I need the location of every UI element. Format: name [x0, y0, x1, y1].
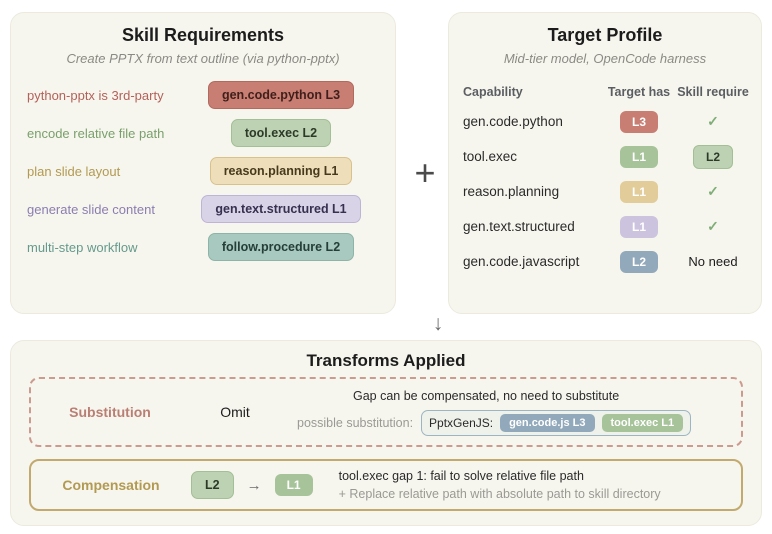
skill-requirements-panel: Skill Requirements Create PPTX from text…: [10, 12, 396, 314]
target-has-badge: L3: [619, 110, 658, 133]
skill-label: plan slide layout: [27, 163, 121, 179]
skill-row: plan slide layout reason.planning L1: [27, 156, 379, 186]
target-has-badge: L1: [619, 145, 658, 168]
substitution-candidate-box: PptxGenJS: gen.code.js L3 tool.exec L1: [421, 409, 692, 436]
target-profile-panel: Target Profile Mid-tier model, OpenCode …: [448, 12, 762, 314]
capability-name: gen.text.structured: [463, 219, 575, 234]
compensation-to-badge: L1: [274, 474, 313, 496]
skill-require-badge: L2: [692, 144, 733, 169]
compensation-fix-text: + Replace relative path with absolute pa…: [338, 487, 661, 501]
target-has-badge: L2: [619, 250, 658, 273]
transforms-panel: Transforms Applied Substitution Omit Gap…: [10, 340, 762, 526]
capability-name: reason.planning: [463, 184, 560, 199]
skill-badge: follow.procedure L2: [207, 233, 355, 261]
skill-row: encode relative file path tool.exec L2: [27, 118, 379, 148]
skill-row: generate slide content gen.text.structur…: [27, 194, 379, 224]
skill-badge: gen.code.python L3: [207, 81, 355, 109]
substitution-badge: tool.exec L1: [601, 413, 684, 432]
skill-label: encode relative file path: [27, 125, 165, 141]
substitution-label: Substitution: [69, 404, 151, 420]
capability-name: tool.exec: [463, 149, 518, 164]
no-need-label: No need: [688, 253, 738, 269]
possible-substitution-label: possible substitution:: [297, 415, 414, 430]
compensation-box: Compensation L2 → L1 tool.exec gap 1: fa…: [29, 459, 743, 511]
substitution-badge: gen.code.js L3: [500, 413, 595, 432]
transforms-title: Transforms Applied: [306, 351, 466, 370]
skill-badge: reason.planning L1: [209, 157, 353, 185]
substitution-candidate-name: PptxGenJS:: [429, 415, 494, 430]
skill-requirements-title: Skill Requirements: [121, 25, 285, 45]
compensation-from-badge: L2: [191, 471, 234, 499]
skill-badge: tool.exec L2: [230, 119, 332, 147]
down-arrow-icon: ↓: [432, 312, 444, 335]
check-icon: ✓: [707, 217, 719, 234]
table-row: gen.code.javascript L2 No need: [463, 244, 747, 279]
capability-name: gen.code.javascript: [463, 254, 580, 269]
check-icon: ✓: [707, 112, 719, 129]
target-profile-title: Target Profile: [547, 25, 663, 45]
compensation-label: Compensation: [62, 477, 160, 493]
target-has-badge: L1: [619, 180, 658, 203]
target-profile-subtitle: Mid-tier model, OpenCode harness: [503, 51, 707, 66]
skill-requirements-rows: python-pptx is 3rd-party gen.code.python…: [27, 80, 379, 262]
table-row: reason.planning L1 ✓: [463, 174, 747, 209]
skill-label: multi-step workflow: [27, 239, 138, 255]
table-header-row: Capability Target has Skill require: [463, 80, 749, 104]
skill-badge: gen.text.structured L1: [201, 195, 361, 223]
substitution-action: Omit: [220, 404, 250, 420]
compensation-gap-text: tool.exec gap 1: fail to solve relative …: [338, 469, 584, 483]
col-header-target-has: Target has: [607, 85, 671, 99]
plus-icon: +: [414, 152, 436, 193]
skill-requirements-subtitle: Create PPTX from text outline (via pytho…: [66, 51, 340, 66]
col-header-skill-require: Skill require: [677, 85, 749, 99]
target-profile-table: Capability Target has Skill require gen.…: [463, 80, 749, 279]
capability-name: gen.code.python: [463, 114, 563, 129]
right-arrow-icon: →: [246, 476, 262, 494]
skill-row: python-pptx is 3rd-party gen.code.python…: [27, 80, 379, 110]
table-row: gen.code.python L3 ✓: [463, 104, 747, 139]
substitution-box: Substitution Omit Gap can be compensated…: [29, 377, 743, 447]
skill-label: generate slide content: [27, 201, 155, 217]
table-row: gen.text.structured L1 ✓: [463, 209, 747, 244]
target-has-badge: L1: [619, 215, 658, 238]
skill-label: python-pptx is 3rd-party: [27, 87, 164, 103]
check-icon: ✓: [707, 182, 719, 199]
col-header-capability: Capability: [463, 85, 523, 99]
skill-row: multi-step workflow follow.procedure L2: [27, 232, 379, 262]
substitution-note: Gap can be compensated, no need to subst…: [353, 388, 620, 403]
table-row: tool.exec L1 L2: [463, 139, 747, 174]
